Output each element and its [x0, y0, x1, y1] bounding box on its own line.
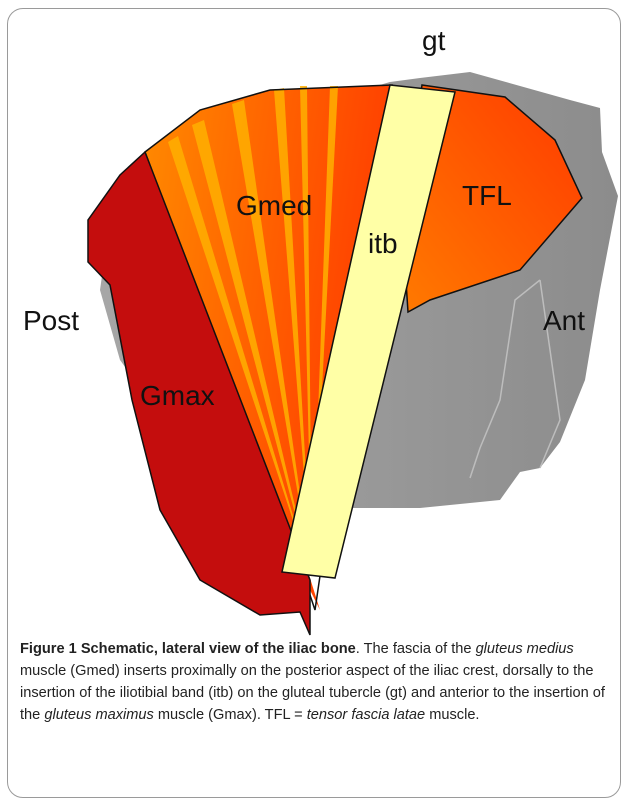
caption-title: Figure 1 Schematic, lateral view of the …: [20, 641, 356, 657]
caption-em-2: gluteus maximus: [44, 707, 154, 723]
figure-caption: Figure 1 Schematic, lateral view of the …: [20, 638, 610, 726]
label-tfl: TFL: [462, 180, 512, 211]
caption-em-1: gluteus medius: [476, 641, 574, 657]
label-gmax: Gmax: [140, 380, 215, 411]
caption-text-1: . The fascia of the: [356, 641, 476, 657]
caption-text-4: muscle.: [425, 707, 479, 723]
label-ant: Ant: [543, 305, 585, 336]
label-itb: itb: [368, 228, 398, 259]
label-gmed: Gmed: [236, 190, 312, 221]
caption-text-3: muscle (Gmax). TFL =: [154, 707, 307, 723]
iliac-bone-diagram: gt Post Ant Gmed Gmax itb TFL: [0, 0, 627, 640]
label-post: Post: [23, 305, 79, 336]
caption-em-3: tensor fascia latae: [307, 707, 425, 723]
label-gt: gt: [422, 25, 446, 56]
